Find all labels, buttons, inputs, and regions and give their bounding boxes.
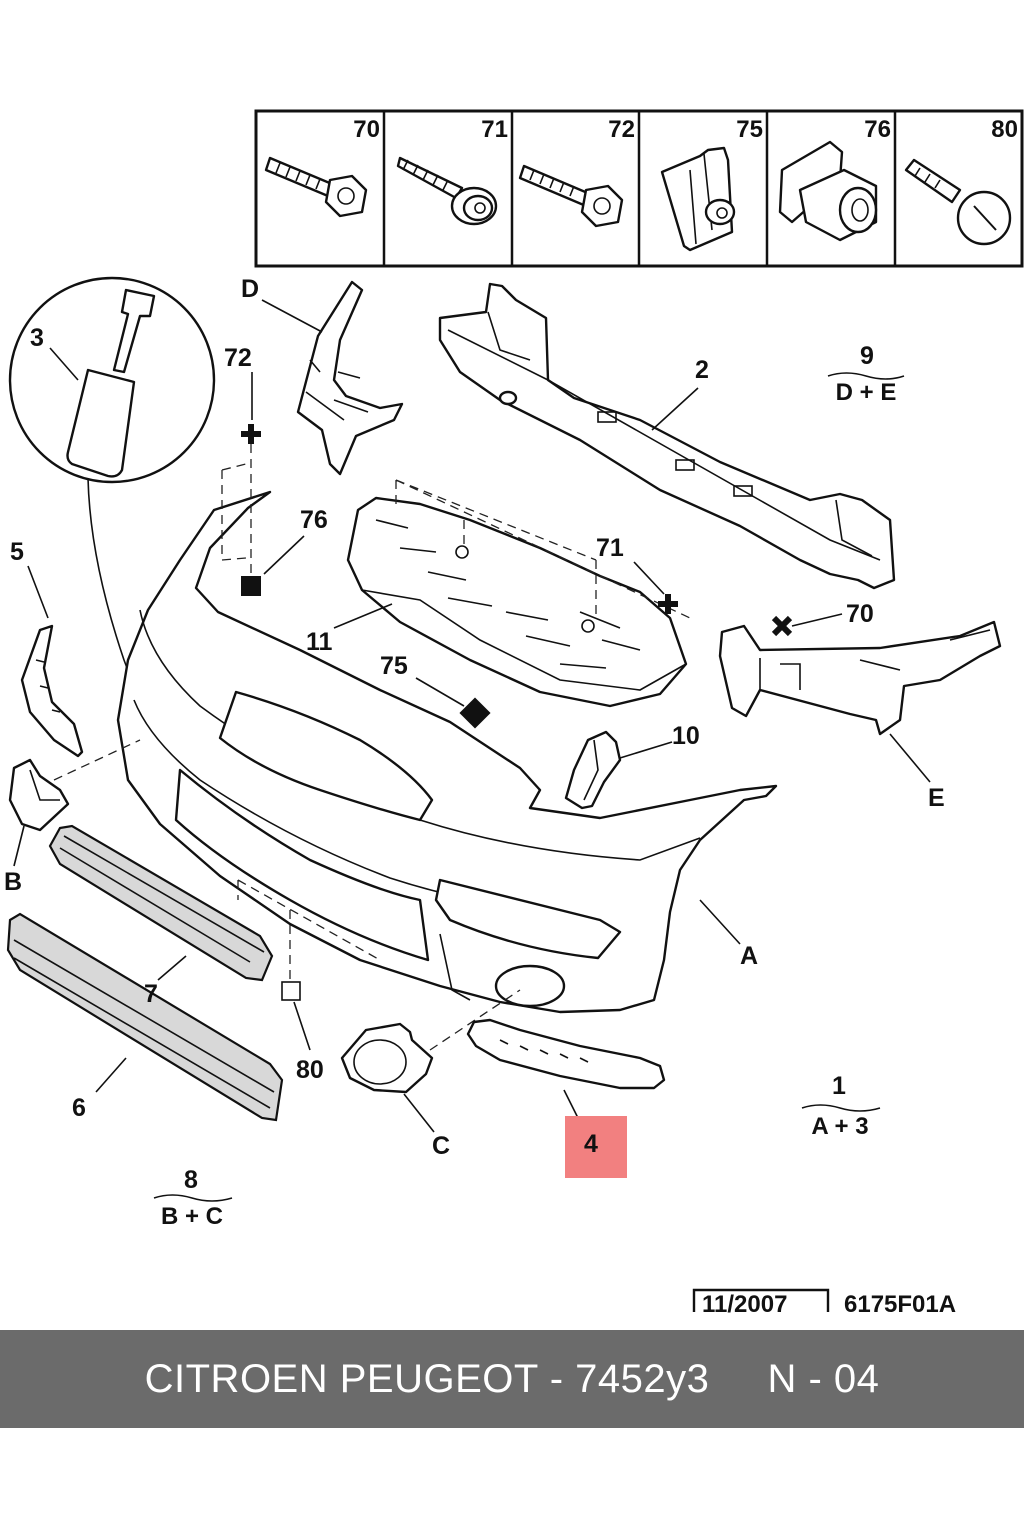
bumper-cover-a bbox=[116, 490, 778, 1014]
label-1: 1 bbox=[832, 1072, 846, 1100]
footer-bar: CITROEN PEUGEOT - 7452y3 N - 04 bbox=[0, 1330, 1024, 1428]
leader-lines bbox=[13, 299, 931, 1133]
fastener-table: 70 71 72 75 76 80 bbox=[254, 109, 1024, 268]
diamond-75-icon bbox=[459, 697, 491, 729]
label-5: 5 bbox=[10, 538, 24, 566]
plus-71-icon bbox=[658, 594, 678, 614]
stamp-date: 11/2007 bbox=[702, 1291, 787, 1318]
lower-grille-6 bbox=[6, 912, 284, 1122]
cage-nut-76-icon bbox=[778, 140, 878, 242]
label-4: 4 bbox=[584, 1130, 598, 1158]
fog-surround-c bbox=[340, 1022, 434, 1094]
bracket-e bbox=[718, 620, 1002, 736]
group-1: A + 3 bbox=[801, 1104, 881, 1140]
upper-grille-7 bbox=[48, 824, 274, 982]
highlight-box bbox=[565, 1116, 627, 1178]
trim-strip-4 bbox=[466, 1018, 666, 1090]
header-code-70: 70 bbox=[353, 116, 380, 143]
cross-70-icon bbox=[771, 615, 793, 637]
label-6: 6 bbox=[72, 1094, 86, 1122]
label-b: B bbox=[4, 868, 22, 896]
label-7: 7 bbox=[144, 980, 158, 1008]
bolt-72-icon bbox=[518, 164, 624, 228]
group-9: D + E bbox=[827, 372, 905, 406]
bolt-70-icon bbox=[264, 156, 368, 218]
detail-circle bbox=[8, 276, 216, 751]
label-9: 9 bbox=[860, 342, 874, 370]
stamp-ref: 6175F01A bbox=[844, 1291, 956, 1318]
group-1-parts: A + 3 bbox=[811, 1113, 868, 1140]
label-11: 11 bbox=[306, 628, 333, 656]
header-code-71: 71 bbox=[481, 116, 508, 143]
header-code-80: 80 bbox=[991, 116, 1018, 143]
label-71: 71 bbox=[596, 534, 624, 562]
label-d: D bbox=[241, 275, 259, 303]
label-a: A bbox=[740, 942, 758, 970]
reinforcement-beam-2 bbox=[438, 282, 896, 590]
screw-71-icon bbox=[396, 156, 498, 226]
header-code-72: 72 bbox=[608, 116, 635, 143]
clip-nut-75-icon bbox=[660, 146, 736, 252]
label-75: 75 bbox=[380, 652, 408, 680]
label-e: E bbox=[928, 784, 945, 812]
footer-title: CITROEN PEUGEOT - 7452y3 N - 04 bbox=[144, 1357, 880, 1401]
group-8-parts: B + C bbox=[161, 1203, 223, 1230]
label-70: 70 bbox=[846, 600, 874, 628]
label-2: 2 bbox=[695, 356, 709, 384]
header-code-76: 76 bbox=[864, 116, 891, 143]
group-8: B + C bbox=[153, 1194, 233, 1230]
label-3: 3 bbox=[30, 324, 44, 352]
undertray-11 bbox=[346, 496, 688, 708]
bracket-d bbox=[296, 280, 404, 476]
stamp: 11/2007 6175F01A bbox=[692, 1288, 956, 1318]
plus-72-icon bbox=[241, 424, 261, 444]
label-8: 8 bbox=[184, 1166, 198, 1194]
header-code-75: 75 bbox=[736, 116, 763, 143]
label-80: 80 bbox=[296, 1056, 324, 1084]
parts-diagram: 70 71 72 75 76 80 bbox=[4, 109, 1024, 1318]
group-9-parts: D + E bbox=[836, 379, 897, 406]
label-c: C bbox=[432, 1132, 450, 1160]
fog-cover-b bbox=[8, 758, 70, 832]
trim-5 bbox=[20, 624, 84, 758]
bracket-10 bbox=[564, 730, 622, 810]
fastener-markers bbox=[221, 424, 793, 1001]
square-76-icon bbox=[241, 576, 261, 596]
square-80-icon bbox=[281, 981, 301, 1001]
label-72: 72 bbox=[224, 344, 252, 372]
rivet-80-icon bbox=[904, 158, 1012, 246]
label-76: 76 bbox=[300, 506, 328, 534]
label-10: 10 bbox=[672, 722, 700, 750]
